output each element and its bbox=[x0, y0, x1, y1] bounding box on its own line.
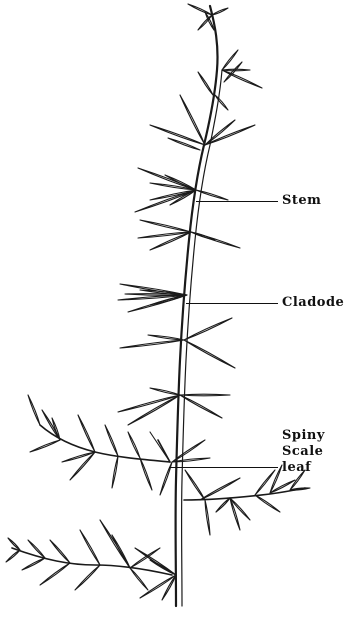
cladode bbox=[120, 340, 184, 348]
branch-cladode bbox=[30, 440, 60, 452]
spiny-scale-leaf-line-1: Spiny bbox=[282, 428, 325, 444]
cladode bbox=[118, 395, 180, 412]
upper-cladode bbox=[180, 95, 205, 145]
stem-pointer-line bbox=[196, 201, 278, 202]
bottom-cladode bbox=[6, 550, 20, 562]
branch-cladode bbox=[216, 498, 230, 512]
spiny-scale-leaf-label: Spiny Scale leaf bbox=[282, 428, 325, 476]
branch-cladode bbox=[205, 500, 210, 535]
spiny-scale-leaf-spine bbox=[150, 432, 170, 462]
cladode bbox=[148, 335, 184, 340]
cladode bbox=[180, 394, 230, 396]
spiny-scale-leaf-pointer-line bbox=[169, 467, 278, 468]
tip-cladode bbox=[212, 8, 228, 15]
branch-cladode bbox=[185, 470, 205, 500]
bottom-cladode bbox=[80, 530, 100, 565]
spiny-scale-leaf-line-3: leaf bbox=[282, 460, 325, 476]
branch-cladode bbox=[128, 432, 140, 458]
bottom-cladode bbox=[75, 565, 100, 590]
cladode bbox=[180, 395, 222, 418]
cladode-label: Cladode bbox=[282, 295, 344, 311]
branch-cladode bbox=[78, 415, 95, 452]
left-branch bbox=[40, 425, 170, 462]
branch-cladode bbox=[28, 395, 40, 425]
tip-cladode bbox=[198, 72, 213, 95]
plant-drawing bbox=[6, 4, 310, 606]
bottom-cladode bbox=[22, 558, 45, 570]
spiny-scale-leaf-line-2: Scale bbox=[282, 444, 325, 460]
cladode bbox=[128, 395, 180, 425]
bottom-cladode bbox=[130, 548, 160, 568]
cladode-cluster bbox=[125, 294, 187, 296]
cladode bbox=[184, 340, 235, 368]
cladode bbox=[150, 388, 180, 395]
branch-cladode bbox=[255, 495, 280, 512]
cladode bbox=[140, 220, 191, 232]
stem-node-cladode bbox=[165, 175, 196, 190]
upper-cladode bbox=[168, 138, 200, 150]
branch-cladode bbox=[200, 478, 240, 500]
branch-cladode bbox=[140, 458, 152, 490]
stem-label: Stem bbox=[282, 193, 321, 209]
cladode-pointer-line bbox=[186, 303, 278, 304]
stem-node-cladode bbox=[135, 190, 196, 212]
branch-cladode bbox=[112, 456, 118, 488]
tip-cladode bbox=[222, 50, 238, 70]
cladode bbox=[184, 318, 232, 340]
bottom-cladode bbox=[130, 568, 148, 590]
branch-cladode bbox=[105, 425, 118, 456]
bottom-cladode bbox=[40, 563, 70, 585]
tip-cladode bbox=[188, 4, 212, 15]
